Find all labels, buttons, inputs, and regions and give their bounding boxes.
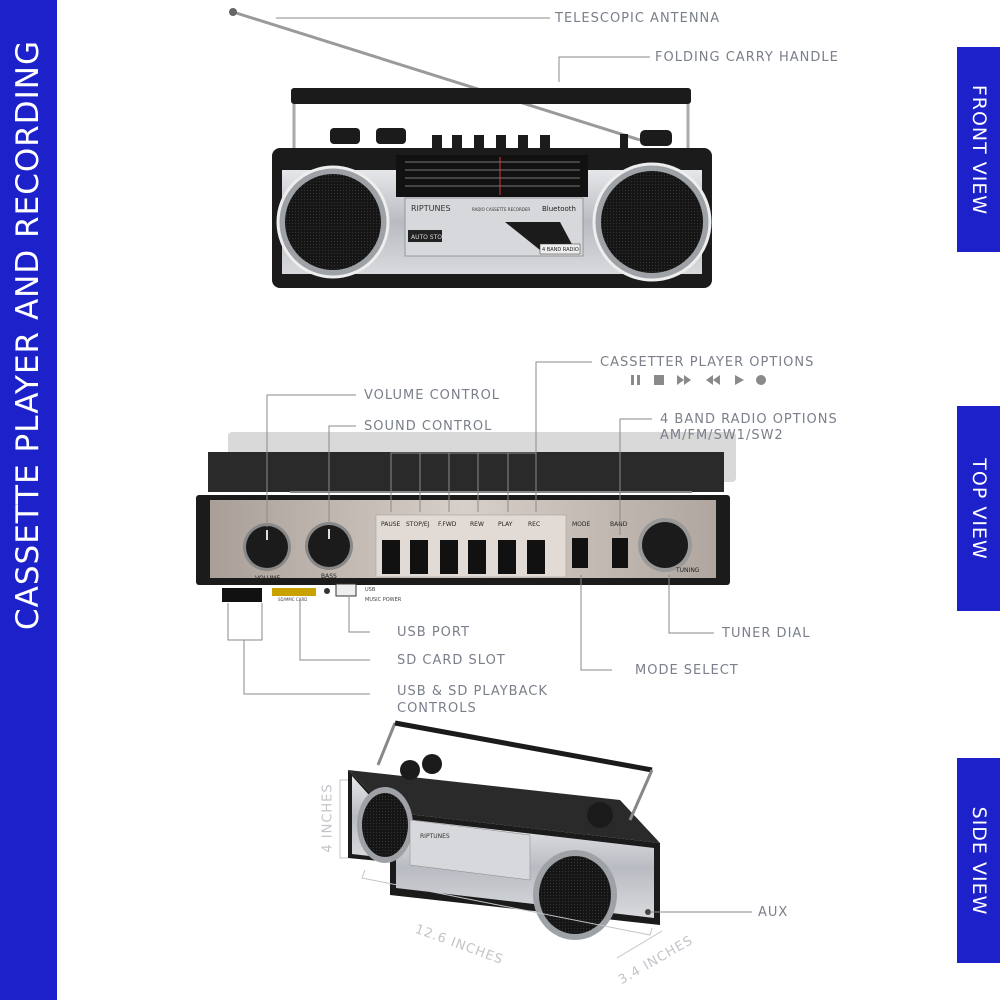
svg-text:REC: REC [528, 521, 540, 528]
pause-icon [631, 375, 640, 385]
antenna-label: TELESCOPIC ANTENNA [555, 11, 721, 26]
usb-leader [348, 597, 370, 633]
svg-text:TUNING: TUNING [675, 567, 700, 574]
front-view-tab: FRONT VIEW [957, 47, 1000, 252]
sound-leader [328, 425, 356, 525]
svg-text:VOLUME: VOLUME [255, 575, 280, 582]
cassette-options-label: CASSETTER PLAYER OPTIONS [600, 355, 815, 370]
rewind-icon [706, 375, 720, 385]
svg-text:PAUSE: PAUSE [381, 521, 401, 528]
cassette-leader [535, 361, 592, 512]
handle-label: FOLDING CARRY HANDLE [655, 50, 839, 65]
side-view-tab: SIDE VIEW [957, 758, 1000, 963]
radio-options-label: 4 BAND RADIO OPTIONS [660, 412, 838, 427]
title-bar: CASSETTE PLAYER AND RECORDING [0, 0, 57, 1000]
record-icon [756, 375, 766, 385]
svg-text:BAND: BAND [610, 521, 628, 528]
dimension-lines [339, 779, 663, 959]
sound-label: SOUND CONTROL [364, 419, 493, 434]
top-view-tab: TOP VIEW [957, 406, 1000, 611]
svg-text:RADIO CASSETTE RECORDER: RADIO CASSETTE RECORDER [472, 207, 530, 212]
sd-leader [299, 600, 370, 661]
antenna [232, 10, 641, 142]
aux-label: AUX [758, 905, 789, 920]
volume-label: VOLUME CONTROL [364, 388, 501, 403]
front-brand: RIPTUNES [411, 204, 451, 213]
cassette-icons [631, 375, 766, 385]
volume-leader [266, 394, 356, 527]
side-view-device: RIPTUNES [348, 720, 660, 940]
front-view-device: RIPTUNES RADIO CASSETTE RECORDER Bluetoo… [229, 8, 712, 288]
carry-handle [291, 88, 691, 104]
cassette-bracket [390, 452, 536, 512]
height-dimension: 4 INCHES [320, 783, 336, 853]
radio-leader [619, 418, 652, 535]
tuner-leader [668, 575, 714, 634]
svg-text:F.FWD: F.FWD [438, 521, 457, 528]
bluetooth-logo: Bluetooth [542, 205, 576, 213]
svg-text:MUSIC POWER: MUSIC POWER [365, 597, 402, 603]
stop-icon [654, 375, 664, 385]
svg-text:MODE: MODE [572, 521, 591, 528]
usb-port-label: USB PORT [397, 625, 470, 640]
play-icon [735, 375, 744, 385]
svg-text:PLAY: PLAY [498, 521, 513, 528]
usbsd-bracket [227, 603, 263, 641]
tuner-dial-label: TUNER DIAL [722, 626, 811, 641]
usb-sd-controls-label: USB & SD PLAYBACK CONTROLS [397, 684, 548, 716]
radio-bands-label: AM/FM/SW1/SW2 [660, 428, 784, 443]
svg-text:AUTO STOP: AUTO STOP [411, 234, 446, 241]
top-view-device: VOLUME BASS PAUSE STOP/EJ F.FWD REW PLAY… [196, 432, 736, 603]
fast-forward-icon [677, 375, 691, 385]
mode-select-label: MODE SELECT [635, 663, 739, 678]
svg-text:USB: USB [365, 587, 376, 593]
svg-text:RIPTUNES: RIPTUNES [420, 833, 450, 840]
svg-text:BASS: BASS [321, 573, 337, 580]
svg-text:SD/MMC CARD: SD/MMC CARD [278, 597, 307, 602]
svg-text:STOP/EJ: STOP/EJ [406, 521, 430, 528]
svg-text:REW: REW [470, 521, 484, 528]
usbsd-leader [243, 640, 370, 695]
svg-text:4 BAND RADIO: 4 BAND RADIO [542, 247, 579, 253]
handle-leader [558, 56, 650, 82]
sd-slot-label: SD CARD SLOT [397, 653, 506, 668]
mode-leader [580, 575, 612, 671]
